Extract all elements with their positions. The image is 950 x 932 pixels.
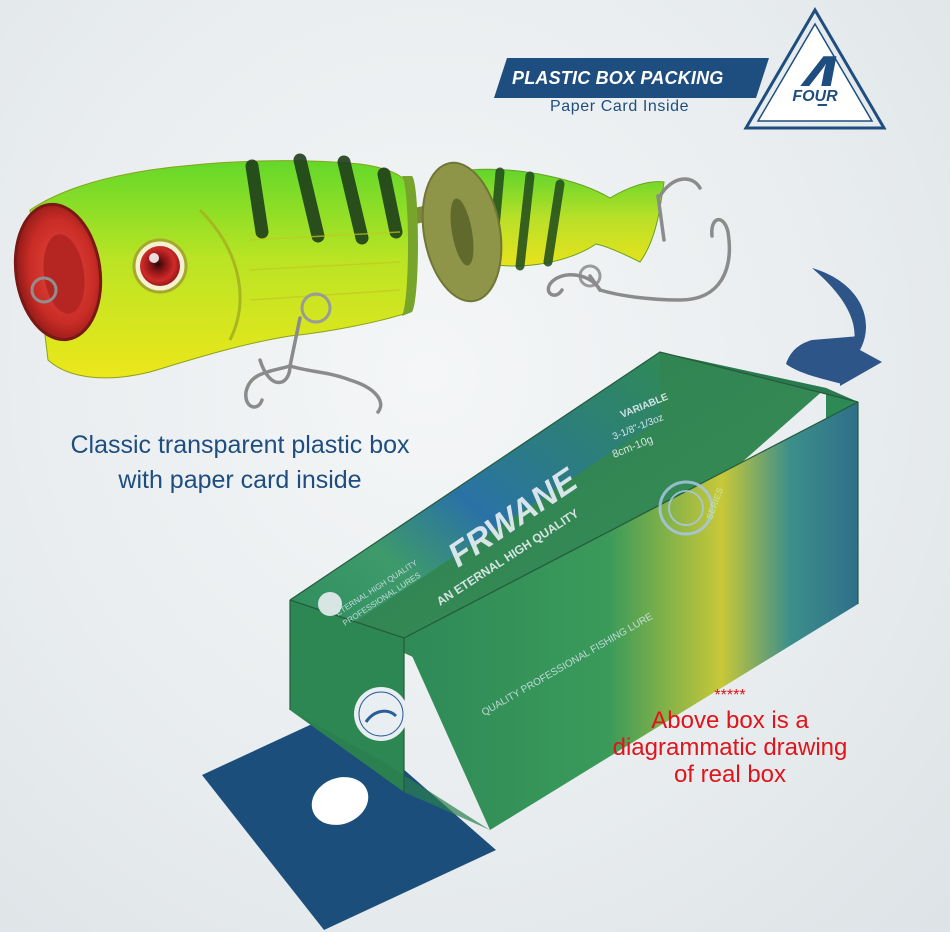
product-caption: Classic transparent plastic box with pap…: [26, 428, 454, 498]
note-line-3: of real box: [673, 761, 787, 788]
four-badge: 4 FOUR: [743, 7, 887, 130]
note-stars: *****: [714, 687, 746, 704]
header-banner: PLASTIC BOX PACKING: [494, 58, 769, 98]
badge-number: 4: [796, 42, 838, 122]
brand-logo: [354, 687, 408, 741]
note-line-1: Above box is a: [651, 707, 809, 734]
header-title: PLASTIC BOX PACKING: [512, 68, 724, 88]
note-line-2: diagrammatic drawing: [612, 734, 848, 761]
fishing-lure-image: [13, 153, 732, 414]
diagram-note: ***** Above box is a diagrammatic drawin…: [560, 687, 900, 789]
curved-arrow-icon: [786, 268, 882, 386]
treble-hook-belly: [244, 316, 383, 414]
header-subtitle: Paper Card Inside: [550, 98, 690, 115]
caption-line-2: with paper card inside: [118, 466, 362, 494]
badge-text: FOUR: [792, 88, 838, 105]
caption-line-1: Classic transparent plastic box: [70, 431, 410, 459]
treble-hook-tail: [546, 177, 732, 302]
